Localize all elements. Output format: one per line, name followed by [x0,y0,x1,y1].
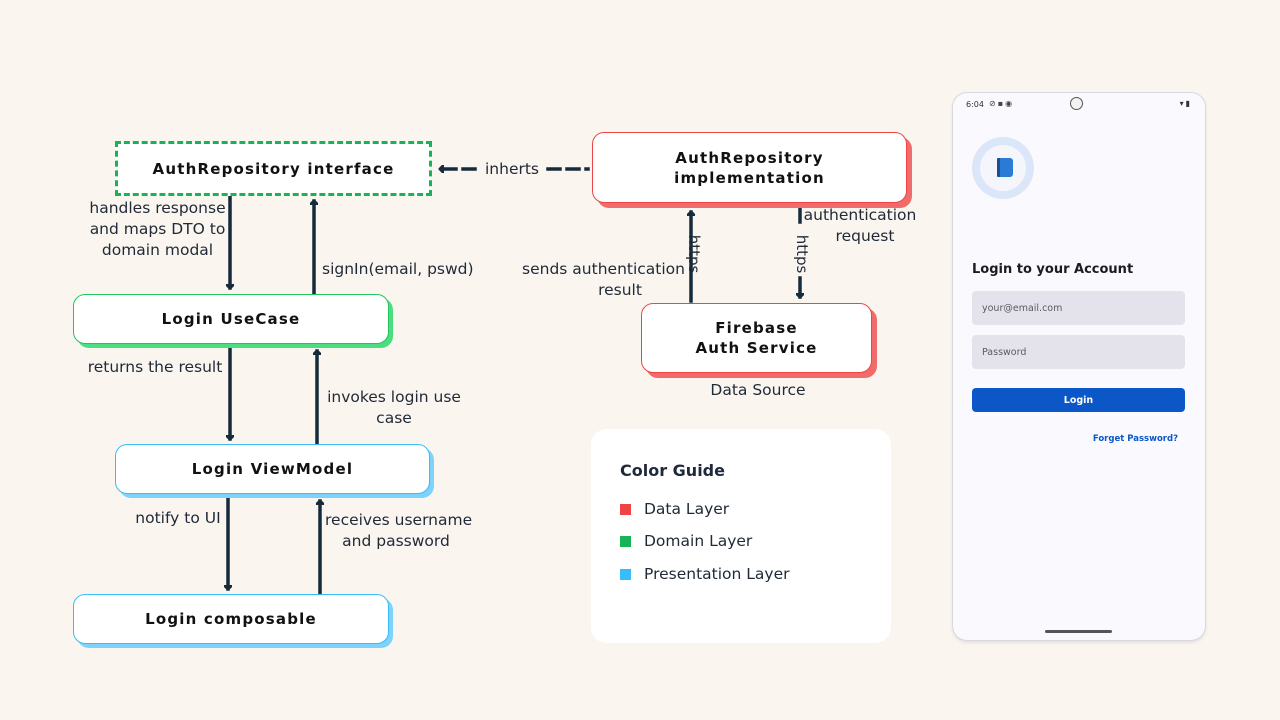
login-viewmodel-box: Login ViewModel [115,444,430,494]
data-source-label: Data Source [710,381,806,399]
firebase-label-2: Auth Service [695,339,818,357]
auth-repository-impl-label-2: implementation [674,168,825,187]
invokes-usecase-label: invokes login use case [323,387,465,429]
presentation-layer-swatch-icon [620,568,631,580]
phone-mockup: 6:04 ⊘▪◉ ▾▮ Login to your Account your@e… [953,93,1205,640]
login-usecase-label: Login UseCase [161,310,301,328]
sends-auth-line-1: sends authentication [522,260,685,278]
auth-request-line-2: request [835,227,895,245]
auth-repository-impl-label-1: AuthRepository [675,148,824,167]
book-icon [997,158,1013,177]
invokes-line-2: case [376,409,412,427]
returns-result-label: returns the result [87,358,223,376]
wifi-battery-icon: ▾▮ [1179,99,1192,108]
login-title: Login to your Account [972,262,1134,277]
handles-response-label: handles response and maps DTO to domain … [80,198,235,261]
notify-ui-label: notify to UI [135,509,221,527]
home-indicator[interactable] [1045,630,1112,633]
firebase-auth-service-box: Firebase Auth Service [641,303,872,373]
receives-line-2: and password [342,532,450,550]
auth-repository-interface-label: AuthRepository interface [152,159,395,178]
app-logo-inner [980,145,1026,191]
sends-auth-result-label: sends authentication result [515,259,685,301]
status-time: 6:04 [966,100,984,109]
color-guide-panel: Color Guide Data Layer Domain Layer Pres… [591,429,891,643]
domain-layer-swatch-icon [620,535,631,547]
password-placeholder: Password [982,346,1027,358]
password-field[interactable]: Password [972,335,1185,369]
color-guide-item-data: Data Layer [620,500,729,518]
email-field[interactable]: your@email.com [972,291,1185,325]
app-logo [972,137,1034,199]
login-button[interactable]: Login [972,388,1185,412]
invokes-line-1: invokes login use [327,388,461,406]
color-guide-item-presentation: Presentation Layer [620,565,790,583]
status-notification-icons: ⊘▪◉ [989,99,1015,108]
receives-credentials-label: receives username and password [325,510,473,552]
https-up-label: https [685,234,703,274]
color-guide-title: Color Guide [620,461,725,480]
email-placeholder: your@email.com [982,302,1063,314]
auth-repository-impl-box: AuthRepository implementation [592,132,907,203]
https-down-label: https [793,234,811,274]
presentation-layer-label: Presentation Layer [644,565,790,583]
auth-repository-interface-box: AuthRepository interface [115,141,432,196]
inherits-label: inherts [484,160,539,178]
auth-request-label: authentication request [802,205,918,247]
firebase-label-1: Firebase [715,319,798,337]
receives-line-1: receives username [325,511,473,529]
login-composable-label: Login composable [145,610,317,628]
auth-request-line-1: authentication [803,206,917,224]
login-usecase-box: Login UseCase [73,294,389,344]
sends-auth-line-2: result [598,281,642,299]
handles-response-line-1: handles response [89,199,226,217]
login-composable-box: Login composable [73,594,389,644]
data-layer-label: Data Layer [644,500,730,518]
data-layer-swatch-icon [620,503,631,515]
login-viewmodel-label: Login ViewModel [191,460,354,478]
handles-response-line-3: domain modal [101,241,214,259]
forget-password-link[interactable]: Forget Password? [1092,434,1178,444]
domain-layer-label: Domain Layer [644,532,753,550]
camera-icon [1070,97,1083,110]
color-guide-item-domain: Domain Layer [620,532,752,550]
sign-in-label: signIn(email, pswd) [322,260,474,278]
handles-response-line-2: and maps DTO to [89,220,226,238]
